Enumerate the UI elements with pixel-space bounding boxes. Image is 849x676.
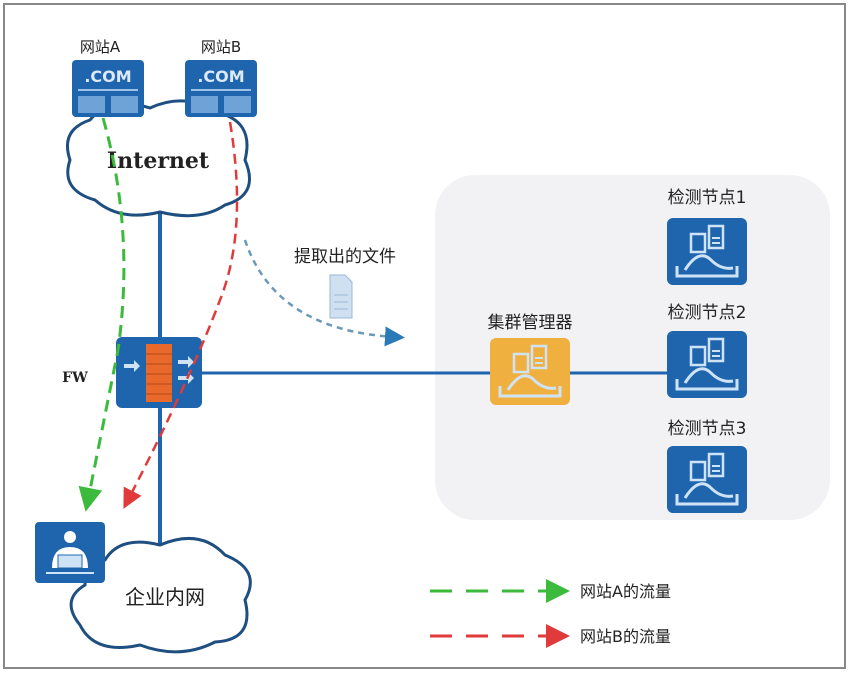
file-icon [329,274,353,319]
node-1-label: 检测节点1 [668,188,747,208]
legend-website-b-label: 网站B的流量 [580,627,671,646]
website-b-label: 网站B [201,38,241,56]
node-3-label: 检测节点3 [668,419,747,439]
website-a-label: 网站A [80,38,121,56]
svg-text:.COM: .COM [84,67,131,86]
svg-text:.COM: .COM [197,67,244,86]
detection-node-1-icon [667,218,747,285]
detection-node-3-icon [667,446,747,513]
extracted-file-label: 提取出的文件 [294,247,396,267]
website-a-icon: .COM [72,60,144,117]
internet-label: Internet [107,148,210,174]
detection-node-2-icon [667,331,747,398]
file-extraction-arrow [243,239,405,347]
user-workstation-icon [35,522,105,583]
legend-website-a-label: 网站A的流量 [580,582,671,601]
fw-label: FW [62,370,88,386]
cluster-manager-icon [490,338,570,405]
website-b-traffic-path [123,121,239,509]
website-b-icon: .COM [185,60,257,117]
cluster-manager-label: 集群管理器 [488,313,573,333]
intranet-cloud [69,537,252,654]
frame [3,3,846,669]
website-a-traffic-path [78,117,126,512]
intranet-label: 企业内网 [125,585,205,609]
node-2-label: 检测节点2 [668,303,747,323]
internet-cloud [66,99,251,218]
